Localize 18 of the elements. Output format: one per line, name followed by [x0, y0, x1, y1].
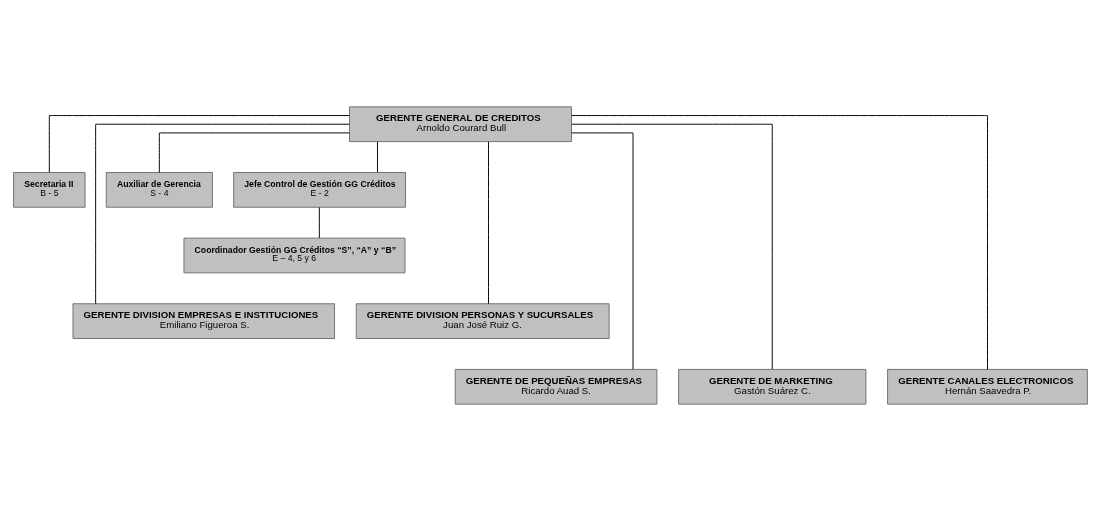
node-box: GERENTE DIVISION PERSONAS Y SUCURSALES Juan José Ruiz G.	[355, 303, 610, 339]
connector	[158, 132, 350, 173]
node-box: GERENTE DIVISION EMPRESAS E INSTITUCIONES Emiliano Figueroa S.	[72, 303, 336, 339]
node-box: GERENTE DE PEQUEÑAS EMPRESAS Ricardo Auad S.	[454, 368, 658, 405]
node-box: Coordinador Gestión GG Créditos “S”, “A” y “B” E – 4, 5 y 6	[183, 237, 406, 274]
node-box: GERENTE GENERAL DE CREDITOS Arnoldo Courard Bull	[349, 106, 572, 143]
connector	[318, 206, 320, 239]
connector	[488, 141, 489, 305]
node-box: GERENTE CANALES ELECTRONICOS Hernán Saavedra P.	[887, 368, 1088, 405]
node-box: GERENTE DE MARKETING Gastón Suárez C.	[678, 368, 867, 405]
connector	[377, 141, 378, 173]
connector	[48, 115, 350, 173]
connector	[571, 123, 773, 370]
node-box: Auxiliar de Gerencia S - 4	[105, 172, 213, 208]
connector	[571, 115, 988, 370]
connector	[95, 123, 350, 305]
node-box: Jefe Control de Gestión GG Créditos E - 2	[233, 172, 406, 208]
node-box: Secretaria II B - 5	[13, 172, 86, 208]
